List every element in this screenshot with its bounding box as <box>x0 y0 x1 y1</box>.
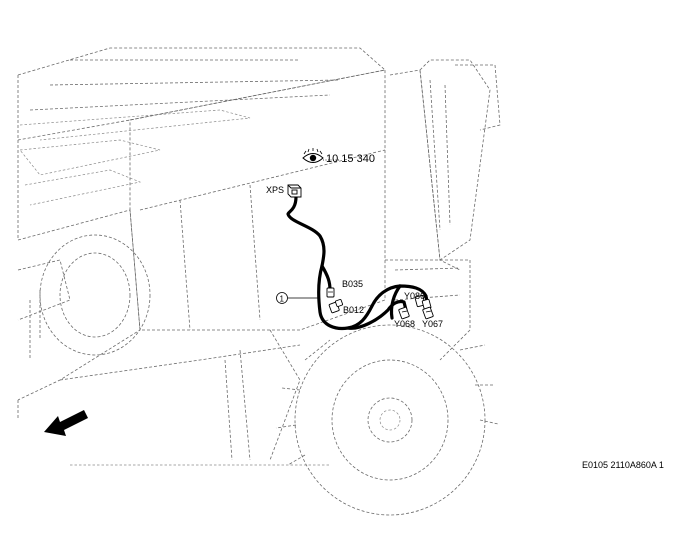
machine-outline <box>17 47 501 516</box>
connector-y067 <box>422 306 434 320</box>
connector-y086 <box>414 294 432 310</box>
connectors <box>287 184 434 320</box>
callout-1-number: 1 <box>280 295 285 304</box>
label-xps: XPS <box>266 185 284 195</box>
drawing-code: E0105 2110A860A 1 <box>582 460 664 470</box>
direction-arrow-icon <box>44 410 88 436</box>
callout-1: 1 <box>276 292 320 304</box>
eye-icon <box>302 148 324 163</box>
connector-b035 <box>326 287 335 298</box>
connector-b012 <box>328 298 344 314</box>
label-b012: B012 <box>343 305 364 315</box>
label-y086: Y086 <box>404 291 425 301</box>
connector-xps <box>287 184 302 198</box>
connector-y068 <box>398 306 410 320</box>
view-reference: 10 15 340 <box>302 148 375 165</box>
label-y067: Y067 <box>422 319 443 329</box>
label-y068: Y068 <box>394 319 415 329</box>
label-b035: B035 <box>342 279 363 289</box>
view-reference-number: 10 15 340 <box>326 153 375 165</box>
